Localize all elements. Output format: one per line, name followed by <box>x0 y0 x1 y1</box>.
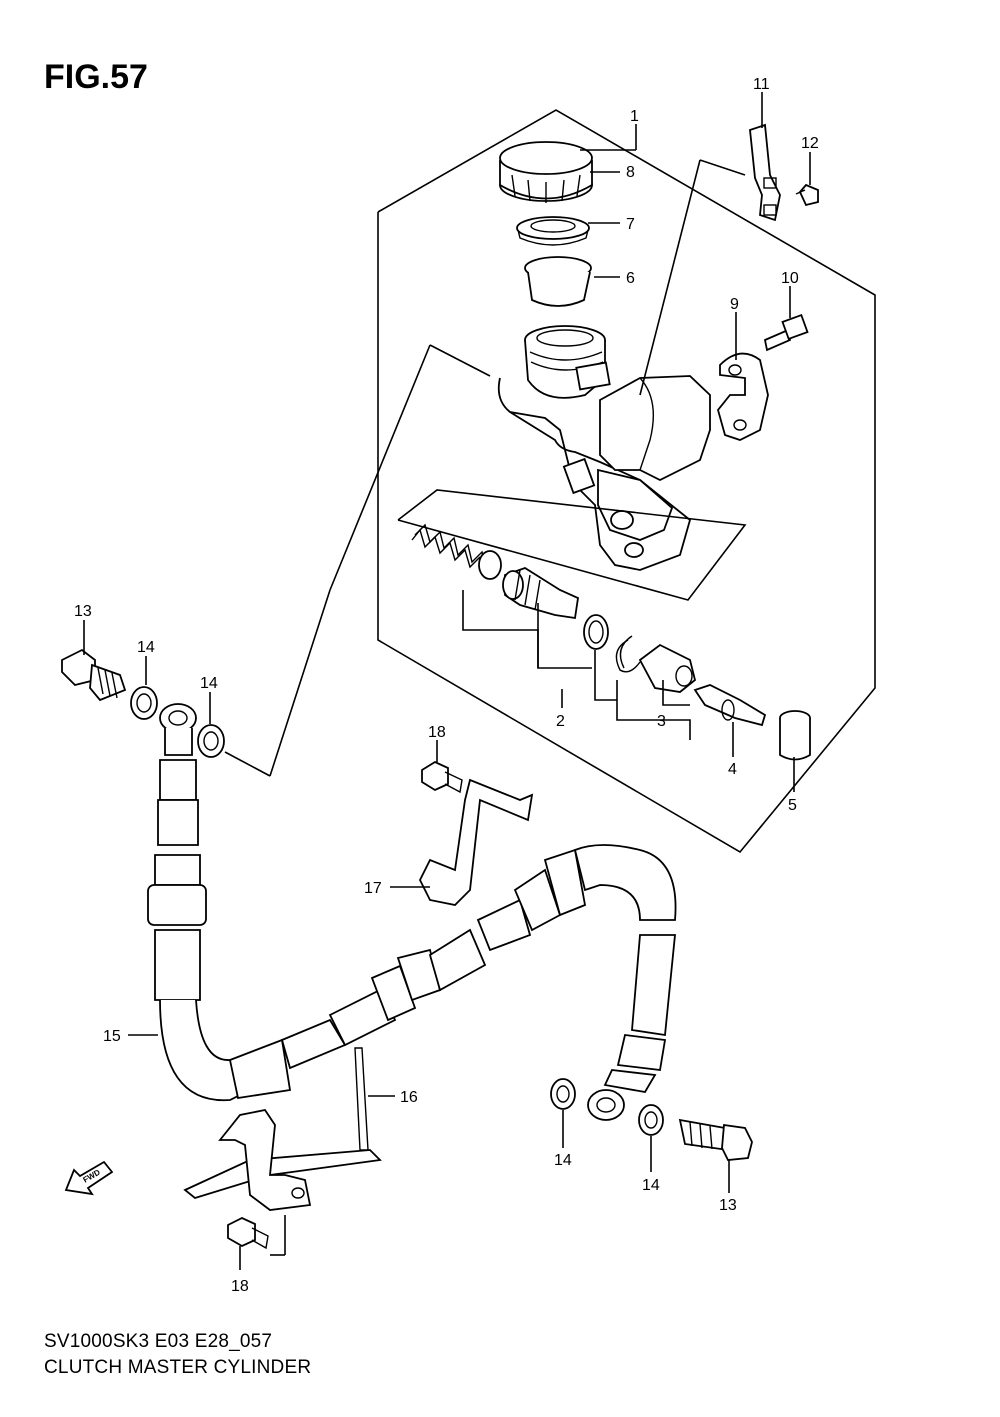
callout-3: 3 <box>657 713 666 730</box>
leader-lines <box>83 92 811 1270</box>
callout-18-bottom: 18 <box>231 1278 249 1295</box>
return-spring <box>411 523 502 580</box>
clutch-hose <box>147 759 677 1121</box>
gasket-bottom-right <box>638 1104 664 1136</box>
piston-kit-outline <box>397 489 747 601</box>
clamp-bolt-top <box>421 760 463 794</box>
callout-16: 16 <box>400 1089 418 1106</box>
callout-7: 7 <box>626 216 635 233</box>
callout-11: 11 <box>753 76 770 93</box>
callout-14-top-left: 14 <box>137 639 155 656</box>
model-code: SV1000SK3 E03 E28_057 <box>44 1331 273 1352</box>
callout-5: 5 <box>788 797 797 814</box>
callout-6: 6 <box>626 270 635 287</box>
callout-14-top-right: 14 <box>200 675 218 692</box>
circlip <box>615 635 641 673</box>
hose-guide-clamp <box>218 1108 312 1211</box>
callout-4: 4 <box>728 761 737 778</box>
callout-9: 9 <box>730 296 739 313</box>
callout-8: 8 <box>626 164 635 181</box>
piston-boot <box>638 643 697 693</box>
callout-12: 12 <box>801 135 819 152</box>
assembly-outline <box>377 109 876 854</box>
gasket-top-left <box>130 686 158 720</box>
callout-2: 2 <box>556 713 565 730</box>
reservoir-cap <box>499 141 593 203</box>
callout-labels: 1 2 3 4 5 6 7 8 9 10 11 12 13 13 14 14 1… <box>74 76 819 1295</box>
callout-1: 1 <box>630 108 639 125</box>
rod-cap <box>779 710 811 761</box>
diaphragm <box>524 256 592 307</box>
master-cylinder-body <box>497 325 711 571</box>
callout-14-bottom-right: 14 <box>642 1177 660 1194</box>
switch-bracket <box>749 123 781 222</box>
push-rod <box>693 684 767 727</box>
hose-clamp <box>418 778 534 906</box>
figure-title: FIG.57 <box>44 58 148 96</box>
gasket-top-right <box>197 724 225 758</box>
piston-washer <box>583 614 609 650</box>
reservoir-plate <box>516 216 590 246</box>
figure-name: CLUTCH MASTER CYLINDER <box>44 1357 312 1378</box>
gasket-bottom-left <box>550 1078 576 1110</box>
union-bolt-top <box>61 648 127 702</box>
union-bolt-bottom <box>678 1118 753 1161</box>
holder-bolt <box>763 313 809 352</box>
callout-10: 10 <box>781 270 799 287</box>
clamp-bolt-bottom <box>227 1217 269 1250</box>
callout-13-bottom: 13 <box>719 1197 737 1214</box>
lever-holder <box>717 352 769 441</box>
piston <box>502 567 579 620</box>
callout-13-top: 13 <box>74 603 92 620</box>
callout-14-bottom-left: 14 <box>554 1152 572 1169</box>
callout-17: 17 <box>364 880 382 897</box>
switch-screw <box>795 183 819 207</box>
callout-15: 15 <box>103 1028 121 1045</box>
hose-banjo-top <box>159 703 197 756</box>
fwd-arrow-icon: FWD <box>64 1160 114 1196</box>
callout-18-top: 18 <box>428 724 446 741</box>
